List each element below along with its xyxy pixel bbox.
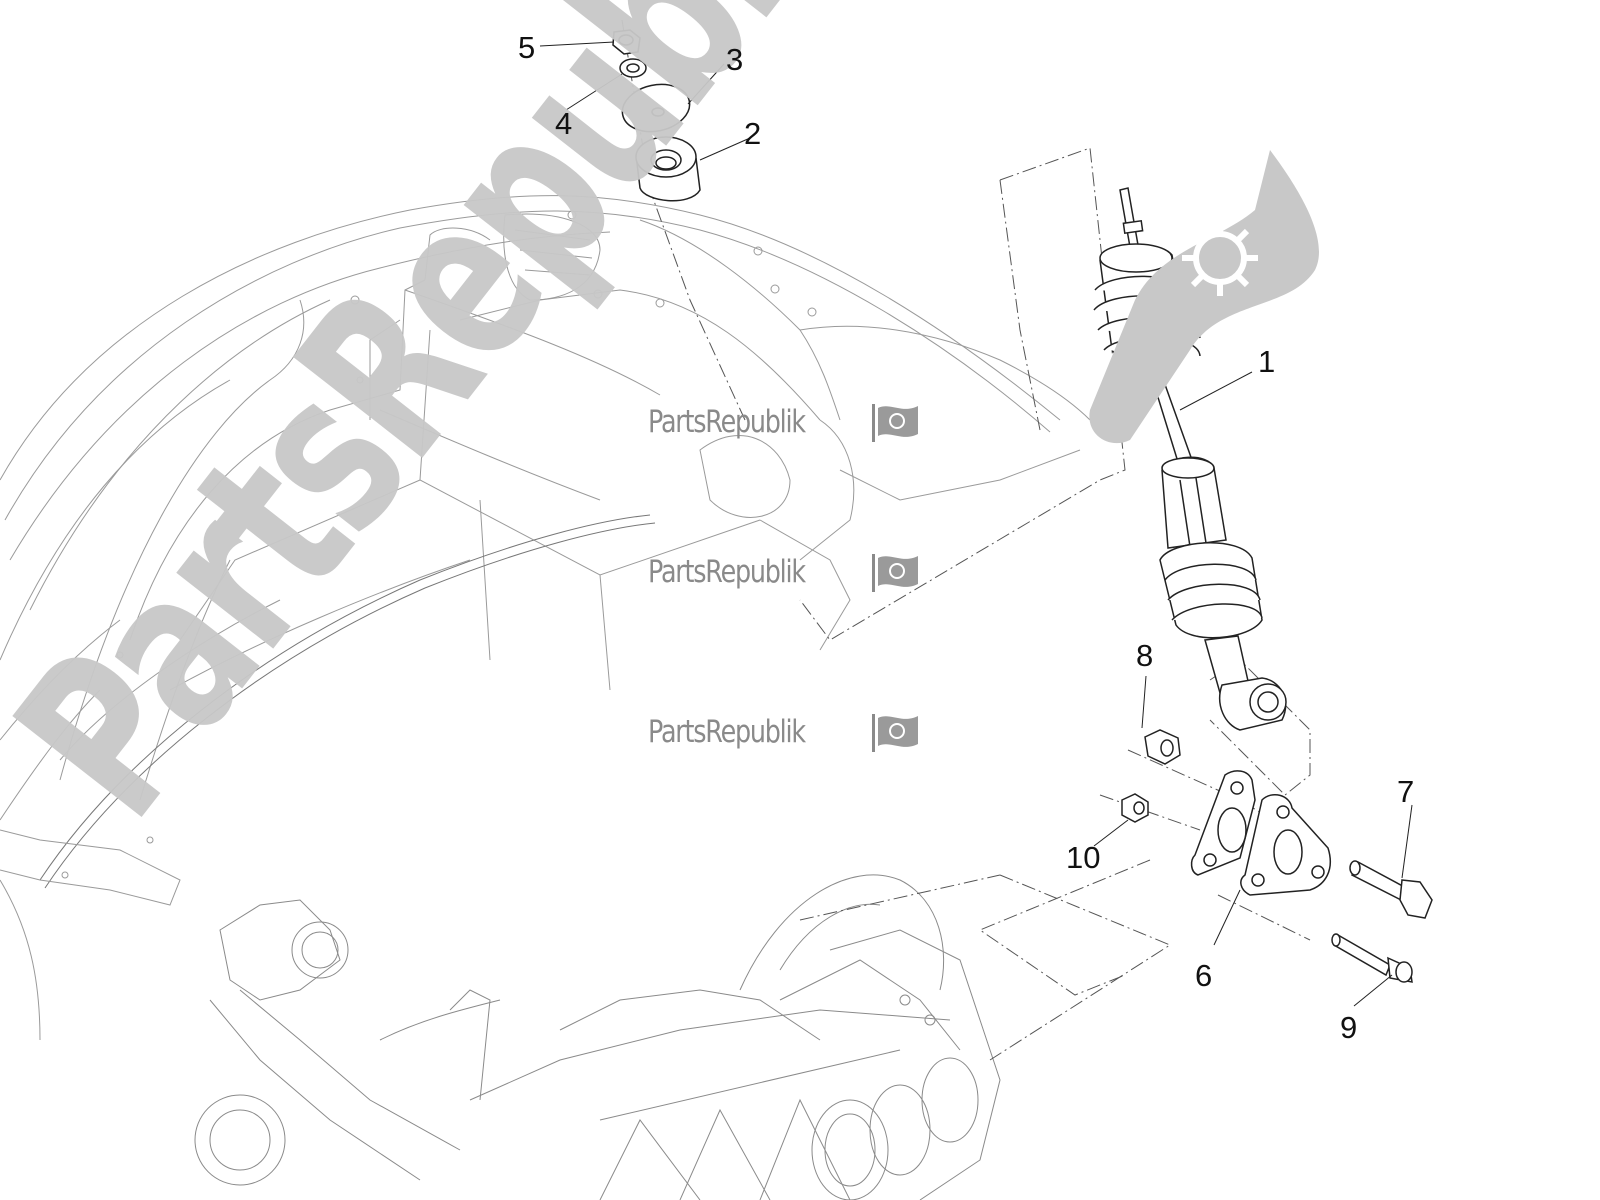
watermark-small-3: PartsRepublik (648, 708, 918, 756)
callout-10[interactable]: 10 (1066, 840, 1101, 875)
watermark-text: PartsRepublik (648, 404, 806, 440)
watermark-gear-flag-icon (1089, 150, 1319, 444)
callout-1[interactable]: 1 (1258, 344, 1276, 379)
part-10-self-locking-nut[interactable] (1121, 793, 1149, 823)
part-6-mounting-bracket[interactable] (1190, 770, 1331, 896)
callout-9[interactable]: 9 (1340, 1010, 1358, 1045)
callout-8[interactable]: 8 (1136, 638, 1154, 673)
watermark-text: PartsRepublik (648, 714, 806, 750)
callout-4[interactable]: 4 (555, 106, 573, 141)
gear-flag-icon (872, 404, 918, 442)
chassis-frame (0, 195, 1091, 1041)
gear-flag-icon (872, 714, 918, 752)
part-4-spring-washer[interactable] (619, 58, 647, 78)
callout-7[interactable]: 7 (1397, 774, 1415, 809)
engine-crankcase (194, 874, 1001, 1200)
gear-flag-icon (872, 554, 918, 592)
callout-2[interactable]: 2 (744, 116, 762, 151)
part-9-socket-cap-screw[interactable] (1331, 933, 1413, 983)
watermark-text: PartsRepublik (648, 554, 806, 590)
part-8-self-locking-nut[interactable] (1144, 729, 1181, 765)
callout-3[interactable]: 3 (726, 42, 744, 77)
part-2-rubber-bushing[interactable] (635, 136, 701, 202)
part-7-hex-flange-bolt[interactable] (1349, 860, 1433, 919)
watermark-small-2: PartsRepublik (648, 548, 918, 596)
leader-lines (539, 41, 1413, 1007)
watermark-small-1: PartsRepublik (648, 398, 918, 446)
part-5-hex-nut[interactable] (612, 29, 641, 55)
callout-5[interactable]: 5 (518, 30, 536, 65)
part-3-flat-washer[interactable] (618, 78, 694, 137)
assembly-guide-lines (621, 19, 1331, 1061)
callout-6[interactable]: 6 (1195, 958, 1213, 993)
